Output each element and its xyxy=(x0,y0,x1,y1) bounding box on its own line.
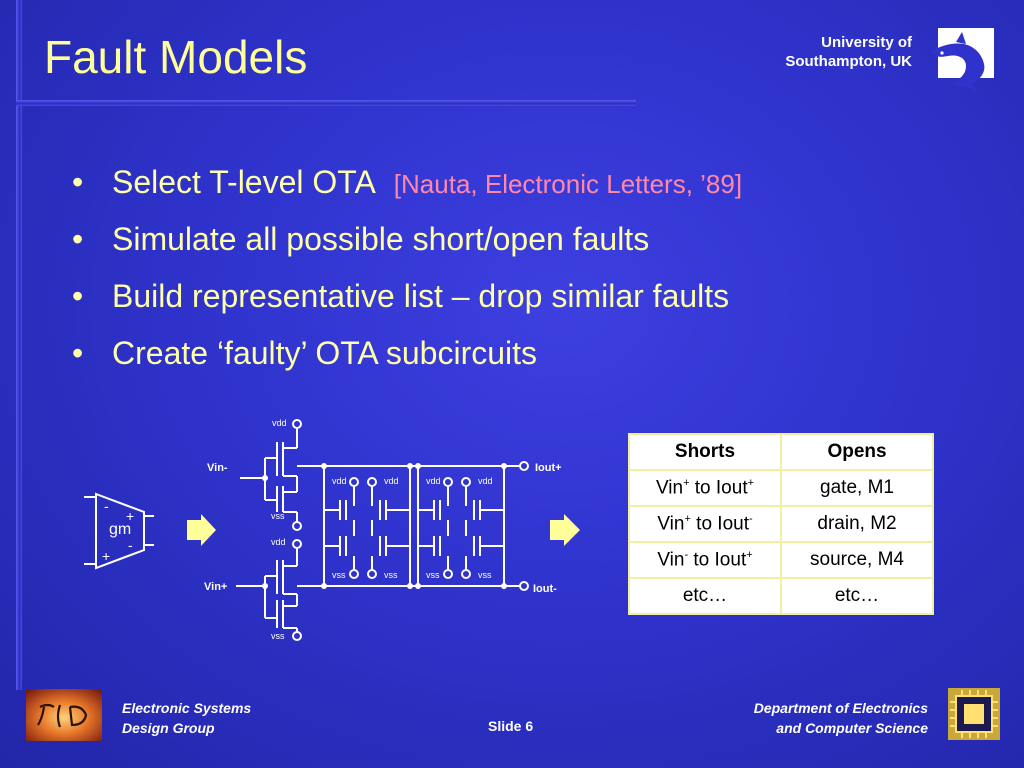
vss-label: vss xyxy=(332,570,346,580)
vss-label: vss xyxy=(384,570,398,580)
short-cell: Vin+ to Iout- xyxy=(628,505,782,543)
open-cell: source, M4 xyxy=(780,541,934,579)
arrow-right-icon xyxy=(187,514,216,546)
bullet-text: Simulate all possible short/open faults xyxy=(112,221,650,257)
iout-plus-label: Iout+ xyxy=(535,462,562,474)
vdd-label: vdd xyxy=(272,418,287,428)
vdd-label: vdd xyxy=(426,476,441,486)
bullet-item: • Simulate all possible short/open faults xyxy=(72,217,972,274)
chip-icon xyxy=(948,688,1000,740)
bullet-item: • Create ‘faulty’ OTA subcircuits xyxy=(72,331,972,388)
dept-line-1: Department of Electronics xyxy=(753,700,928,716)
university-line-1: University of xyxy=(821,34,912,51)
column-header-opens: Opens xyxy=(780,433,934,471)
title-underline-bar xyxy=(16,100,636,106)
bullet-item: • Select T-level OTA [Nauta, Electronic Le… xyxy=(72,160,972,217)
vdd-label: vdd xyxy=(271,537,286,547)
gm-block-symbol xyxy=(95,492,145,570)
short-cell: Vin+ to Iout+ xyxy=(628,469,782,507)
esd-group-logo-icon xyxy=(26,689,102,741)
table-row: Vin+ to Iout+ gate, M1 xyxy=(628,469,934,507)
vss-label: vss xyxy=(426,570,440,580)
citation: [Nauta, Electronic Letters, ’89] xyxy=(393,169,743,199)
group-line-1: Electronic Systems xyxy=(122,700,252,716)
table-row: Vin- to Iout+ source, M4 xyxy=(628,541,934,579)
vss-label: vss xyxy=(271,631,285,641)
bullet-text: Create ‘faulty’ OTA subcircuits xyxy=(112,335,538,371)
fault-table: Shorts Opens Vin+ to Iout+ gate, M1 Vin+… xyxy=(628,433,934,615)
open-cell: etc… xyxy=(780,577,934,615)
vin-plus-label: Vin+ xyxy=(204,581,227,593)
short-cell: etc… xyxy=(628,577,782,615)
slide-number: Slide 6 xyxy=(488,718,534,734)
group-line-2: Design Group xyxy=(122,720,215,736)
bullet-item: • Build representative list – drop simila… xyxy=(72,274,972,331)
bullet-glyph: • xyxy=(72,221,84,257)
dept-line-2: and Computer Science xyxy=(776,720,928,736)
open-cell: drain, M2 xyxy=(780,505,934,543)
university-name: University of Southampton, UK xyxy=(785,33,912,71)
gm-input-minus: - xyxy=(104,498,109,514)
table-row: Vin+ to Iout- drain, M2 xyxy=(628,505,934,543)
bullet-list: • Select T-level OTA [Nauta, Electronic Le… xyxy=(72,160,972,388)
bullet-glyph: • xyxy=(72,164,84,200)
dolphin-logo-icon xyxy=(930,28,994,94)
vdd-label: vdd xyxy=(478,476,493,486)
gm-input-plus: + xyxy=(102,548,110,564)
university-line-2: Southampton, UK xyxy=(785,53,912,70)
open-cell: gate, M1 xyxy=(780,469,934,507)
vss-label: vss xyxy=(478,570,492,580)
bullet-text: Build representative list – drop similar… xyxy=(112,278,730,314)
gm-output-minus: - xyxy=(128,537,133,553)
department-name: Department of Electronics and Computer S… xyxy=(754,698,928,738)
group-name: Electronic Systems Design Group xyxy=(122,698,251,738)
short-cell: Vin- to Iout+ xyxy=(628,541,782,579)
gm-output-plus: + xyxy=(126,508,134,524)
arrow-right-icon xyxy=(550,514,580,546)
bullet-glyph: • xyxy=(72,335,84,371)
iout-minus-label: Iout- xyxy=(533,583,557,595)
gm-label: gm xyxy=(109,521,131,538)
vss-label: vss xyxy=(271,511,285,521)
vin-minus-label: Vin- xyxy=(207,462,228,474)
table-header-row: Shorts Opens xyxy=(628,433,934,471)
bullet-glyph: • xyxy=(72,278,84,314)
left-accent-bar xyxy=(16,0,22,690)
column-header-shorts: Shorts xyxy=(628,433,782,471)
bullet-text: Select T-level OTA xyxy=(112,164,376,200)
vdd-label: vdd xyxy=(332,476,347,486)
table-row: etc… etc… xyxy=(628,577,934,615)
page-title: Fault Models xyxy=(44,31,308,83)
vdd-label: vdd xyxy=(384,476,399,486)
